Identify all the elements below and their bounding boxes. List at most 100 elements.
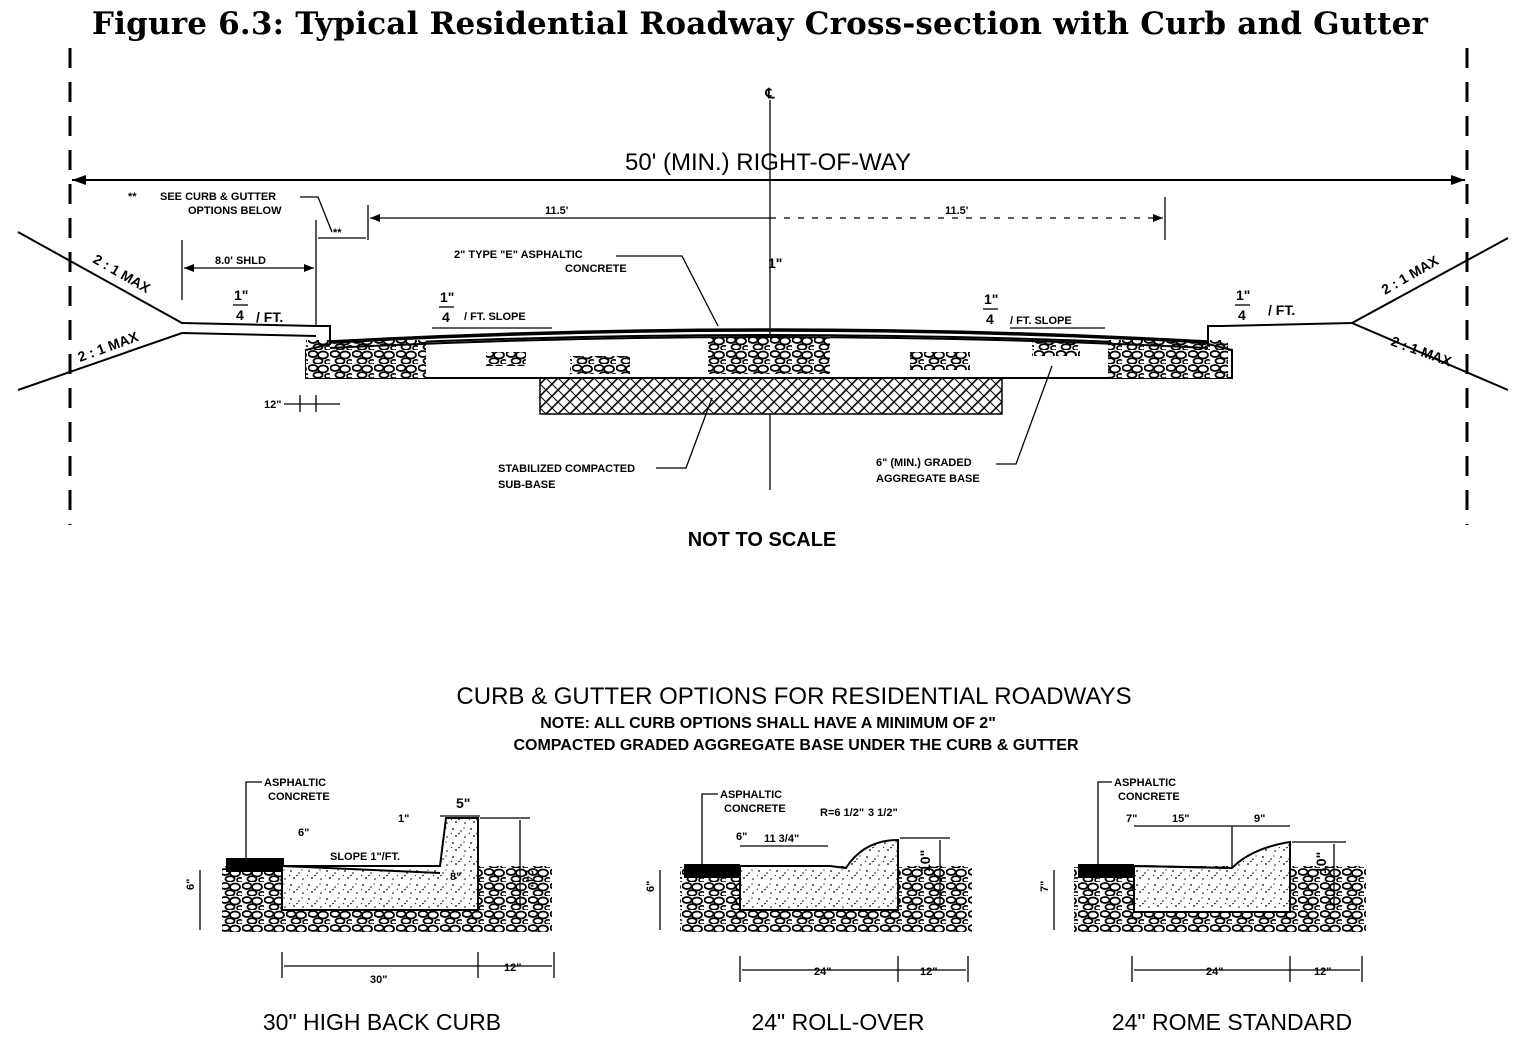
svg-text:ASPHALTIC: ASPHALTIC [720,789,782,801]
svg-text:10": 10" [917,850,933,872]
svg-text:1": 1" [1236,287,1250,303]
svg-text:24": 24" [1206,966,1223,978]
svg-text:6": 6" [185,879,197,890]
see-curb-note-2: OPTIONS BELOW [188,205,282,217]
svg-text:8": 8" [450,871,461,883]
subbase-leader [656,397,713,469]
svg-text:R=6 1/2": R=6 1/2" [820,807,864,819]
surface-label-1: 2" TYPE "E" ASPHALTIC [454,249,583,261]
subbase-label-1: STABILIZED COMPACTED [498,463,635,475]
slope-left-shoulder: 1" 4 / FT. [233,287,283,325]
svg-text:11 3/4": 11 3/4" [764,833,799,845]
base-label-2: AGGREGATE BASE [876,473,980,485]
svg-text:7": 7" [1039,881,1051,892]
svg-text:12": 12" [504,962,521,974]
svg-text:12": 12" [1314,966,1331,978]
ro-concrete-body [739,838,899,911]
ro-asphalt [684,864,740,878]
surface-leader [616,255,719,327]
asphalt-surface [329,328,1209,344]
option-rome-standard: ASPHALTIC CONCRETE 7" 15" 9" 10" 7" 24" … [1039,777,1366,1035]
hb-asphalt-leader [245,781,262,860]
svg-text:12": 12" [920,966,937,978]
side-slope-lower-right: 2 : 1 MAX [1389,333,1454,370]
shoulder-width: 8.0' SHLD [215,255,266,267]
svg-text:1": 1" [398,813,409,825]
ro-option-name: 24" ROLL-OVER [751,1009,924,1035]
svg-text:**: ** [128,191,137,203]
curb-options-title: CURB & GUTTER OPTIONS FOR RESIDENTIAL RO… [456,683,1131,710]
subbase-layer [539,373,1003,415]
svg-text:6": 6" [298,827,309,839]
svg-text:/ FT.: / FT. [256,309,283,325]
svg-text:4: 4 [986,311,994,327]
svg-text:1": 1" [440,289,454,305]
svg-text:/ FT.: / FT. [1268,302,1295,318]
svg-text:5": 5" [456,795,470,811]
hb-asphalt [226,858,284,872]
svg-text:30": 30" [370,974,387,986]
svg-text:15": 15" [1172,813,1189,825]
svg-text:CONCRETE: CONCRETE [268,791,330,803]
svg-text:9": 9" [1254,813,1265,825]
svg-text:3 1/2": 3 1/2" [868,807,898,819]
lane-width-left: 11.5' [545,205,569,217]
left-back-slope [17,331,317,391]
base-label-1: 6" (MIN.) GRADED [876,457,972,469]
slope-right-lane: 1" 4 / FT. SLOPE [983,291,1105,329]
svg-text:10": 10" [1313,852,1329,874]
svg-text:7": 7" [1126,813,1137,825]
rs-option-name: 24" ROME STANDARD [1112,1009,1352,1035]
svg-text:6": 6" [645,881,657,892]
main-cross-section: ℄ 50' (MIN.) RIGHT-OF-WAY SEE CURB & GUT… [17,48,1509,551]
svg-text:1": 1" [768,255,782,271]
centerline-mark: ℄ [765,85,776,101]
left-fore-slope [17,231,317,327]
center-gravel [708,336,830,374]
right-back-slope [1351,322,1509,391]
surface-label-2: CONCRETE [565,263,627,275]
left-curb [305,325,331,351]
base-leader [996,365,1053,465]
not-to-scale: NOT TO SCALE [688,529,837,551]
slope-left-lane: 1" 4 / FT. SLOPE [432,289,552,329]
svg-text:1": 1" [984,291,998,307]
right-curb [1207,325,1233,351]
svg-text:24": 24" [814,966,831,978]
curb-options-note-2: COMPACTED GRADED AGGREGATE BASE UNDER TH… [513,737,1078,754]
svg-text:/ FT. SLOPE: / FT. SLOPE [464,311,526,323]
hb-concrete-body [281,817,479,911]
rs-asphalt-leader [1097,781,1112,866]
slope-right-shoulder: 1" 4 / FT. [1235,287,1295,323]
rs-asphalt [1078,864,1134,878]
see-curb-leader [300,196,333,233]
option-roll-over: ASPHALTIC CONCRETE 11 3/4" 6" R=6 1/2" 3… [645,789,972,1035]
svg-text:4: 4 [442,309,450,325]
svg-text:ASPHALTIC: ASPHALTIC [1114,777,1176,789]
svg-text:SLOPE 1"/FT.: SLOPE 1"/FT. [330,851,400,863]
lane-width-right: 11.5' [945,205,969,217]
ro-asphalt-leader [701,793,718,866]
right-fore-slope [1221,237,1509,327]
subbase-label-2: SUB-BASE [498,479,555,491]
svg-text:CONCRETE: CONCRETE [1118,791,1180,803]
option-high-back-curb: ASPHALTIC CONCRETE 6" SLOPE 1"/FT. 1" 5"… [185,777,555,1035]
svg-text:/ FT. SLOPE: / FT. SLOPE [1010,315,1072,327]
figure-title: Figure 6.3: Typical Residential Roadway … [91,6,1429,42]
hb-option-name: 30" HIGH BACK CURB [263,1009,501,1035]
svg-text:4: 4 [1238,307,1246,323]
svg-text:1": 1" [234,287,248,303]
curb-options-heading: CURB & GUTTER OPTIONS FOR RESIDENTIAL RO… [456,683,1131,754]
curb-options-note-1: NOTE: ALL CURB OPTIONS SHALL HAVE A MINI… [540,715,996,732]
svg-text:6": 6" [736,831,747,843]
curb-offset-label: 12" [264,399,281,411]
rs-concrete-body [1133,840,1291,913]
svg-text:**: ** [333,227,342,239]
see-curb-note-1: SEE CURB & GUTTER [160,191,276,203]
svg-text:4: 4 [236,307,244,323]
svg-text:24": 24" [523,870,535,887]
svg-text:CONCRETE: CONCRETE [724,803,786,815]
right-of-way-label: 50' (MIN.) RIGHT-OF-WAY [625,149,911,176]
